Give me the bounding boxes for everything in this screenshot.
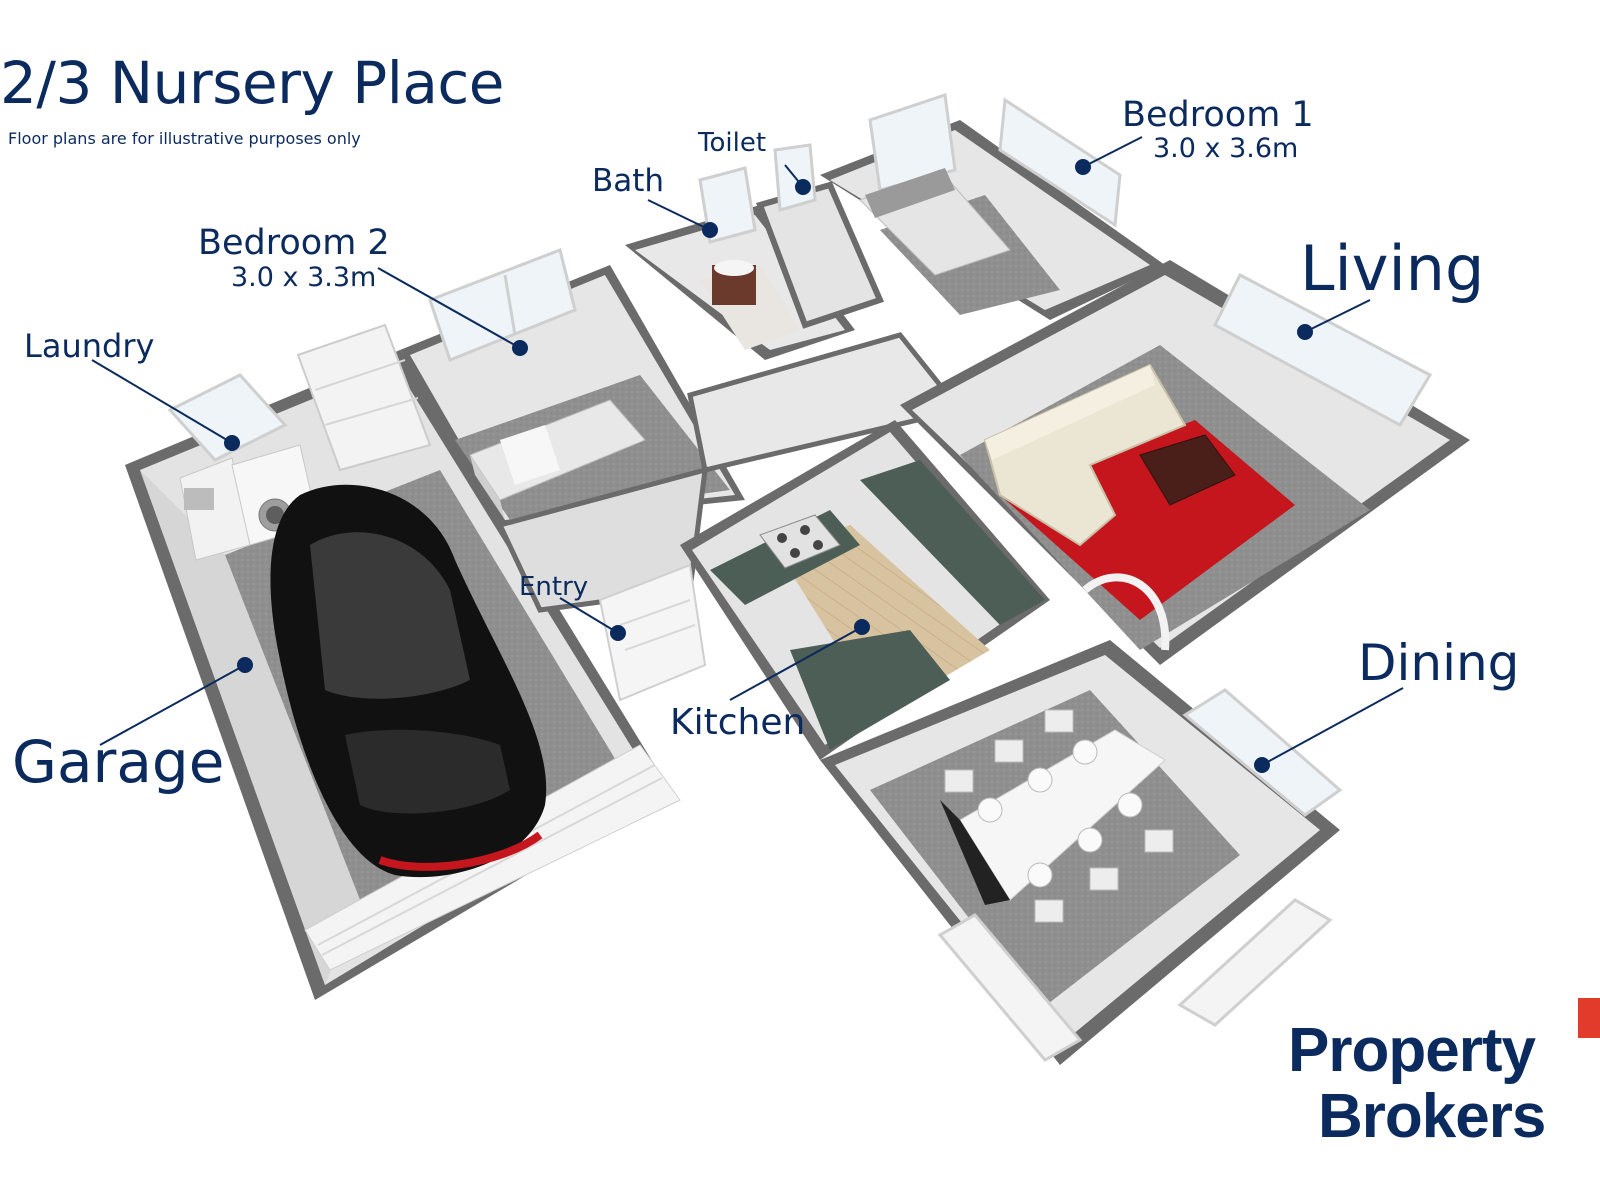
page-title: 2/3 Nursery Place — [0, 49, 504, 117]
company-logo: Property Brokers — [1288, 1016, 1546, 1151]
room-label-bedroom1: Bedroom 1 — [1122, 95, 1314, 135]
dining-table-icon — [940, 709, 1174, 923]
window-icon — [1182, 688, 1343, 817]
sofa-icon — [983, 363, 1187, 547]
living-room — [900, 260, 1470, 665]
window-icon — [937, 913, 1083, 1062]
room-label-bath: Bath — [592, 163, 665, 199]
dining-room — [820, 640, 1343, 1065]
window-icon — [868, 93, 957, 192]
room-dimensions-bedroom1: 3.0 x 3.6m — [1153, 133, 1299, 164]
logo-line2: Brokers — [1318, 1082, 1546, 1151]
stove-icon — [759, 514, 841, 569]
window-icon — [1177, 898, 1333, 1027]
coffee-table — [1139, 434, 1236, 506]
laundry-door — [296, 323, 432, 472]
room-label-bedroom2: Bedroom 2 — [198, 223, 390, 263]
door-icon — [598, 563, 707, 702]
callout-leaders — [91, 136, 1404, 773]
kitchen-room — [680, 420, 1050, 760]
logo-accent — [1578, 998, 1600, 1038]
page-subtitle: Floor plans are for illustrative purpose… — [8, 129, 361, 148]
logo-line1: Property — [1288, 1016, 1536, 1085]
room-label-kitchen: Kitchen — [670, 702, 806, 743]
room-label-entry: Entry — [519, 572, 589, 602]
room-dimensions-bedroom2: 3.0 x 3.3m — [231, 262, 377, 293]
room-label-toilet: Toilet — [698, 128, 767, 158]
window-icon — [1213, 272, 1433, 428]
bed-icon — [469, 399, 646, 520]
window-icon — [167, 373, 288, 462]
room-label-garage: Garage — [12, 728, 225, 796]
room-label-living: Living — [1300, 232, 1485, 305]
window-icon — [998, 97, 1122, 228]
room-label-dining: Dining — [1358, 634, 1520, 692]
bedroom1-room — [820, 93, 1165, 320]
bath-room — [625, 166, 855, 360]
room-label-laundry: Laundry — [24, 327, 155, 365]
car-icon — [270, 484, 547, 878]
bed-icon — [859, 168, 1011, 276]
window-icon — [428, 247, 577, 362]
